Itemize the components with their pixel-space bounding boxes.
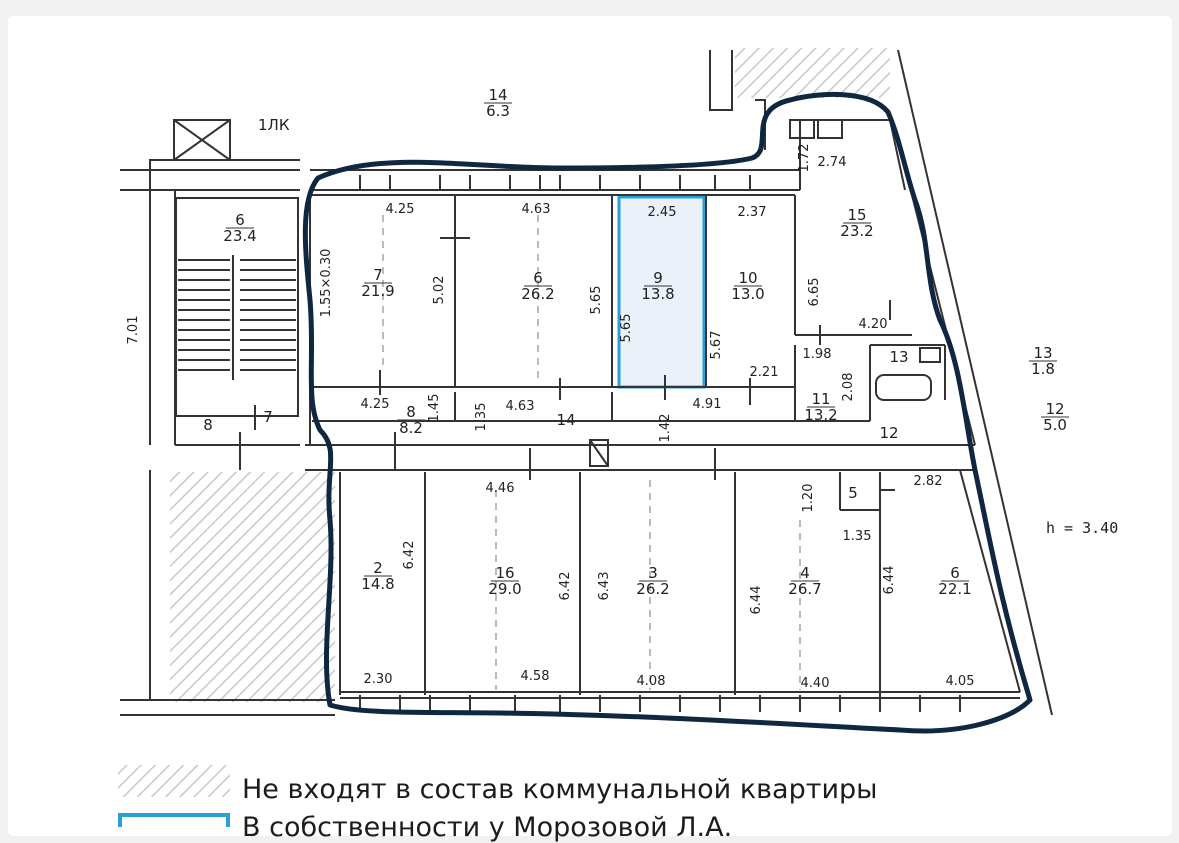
hatched-area-top xyxy=(735,48,890,98)
dashed-partitions xyxy=(382,215,801,690)
walls xyxy=(120,49,1053,716)
room-number: 8 xyxy=(406,403,416,421)
dimension-label: 2.21 xyxy=(750,365,779,380)
room-area: 22.1 xyxy=(938,580,971,598)
dimension-labels: 4.25 4.63 2.45 2.37 2.74 1.72 1.55×0.30 5.02 5.6… xyxy=(126,144,974,691)
dimension-label: 2.30 xyxy=(364,672,393,687)
room-area: 13.8 xyxy=(641,285,674,303)
room-area: 23.2 xyxy=(840,222,873,240)
room-area: 6.3 xyxy=(486,102,510,120)
room-number: 10 xyxy=(738,269,757,287)
dimension-label: 1.42 xyxy=(658,414,673,443)
room-number: 6 xyxy=(235,211,245,229)
dimension-label: 1.55×0.30 xyxy=(319,249,334,318)
stair-label: 1ЛК xyxy=(258,116,290,134)
dimension-label: 5.65 xyxy=(589,286,604,315)
dimension-label: 4.63 xyxy=(506,399,535,414)
room-number: 16 xyxy=(495,564,514,582)
room-number: 9 xyxy=(653,269,663,287)
hatched-area-left xyxy=(170,472,335,702)
room-label: 13 xyxy=(889,348,908,366)
dimension-label: 2.45 xyxy=(648,205,677,220)
room-area: 26.2 xyxy=(636,580,669,598)
room-number: 6 xyxy=(950,564,960,582)
legend-selected-swatch xyxy=(118,813,230,827)
room-area: 14.8 xyxy=(361,575,394,593)
room-9-highlight xyxy=(617,195,706,389)
room-number: 14 xyxy=(488,86,507,104)
apartment-outline xyxy=(302,92,1033,734)
room-area: 26.2 xyxy=(521,285,554,303)
dimension-label: 4.40 xyxy=(801,676,830,691)
room-number: 2 xyxy=(373,559,383,577)
room-label: 12 xyxy=(879,424,898,442)
dimension-label: 1.35 xyxy=(474,403,489,432)
dimension-label: 6.42 xyxy=(558,572,573,601)
dimension-label: 5.67 xyxy=(709,331,724,360)
room-label: 5 xyxy=(848,484,858,502)
legend-hatched-text: Не входят в состав коммунальной квартиры xyxy=(242,774,878,805)
dimension-label: 6.44 xyxy=(882,566,897,595)
dimension-label: 1.45 xyxy=(427,394,442,423)
room-area: 13.0 xyxy=(731,285,764,303)
dimension-label: 5.02 xyxy=(432,276,447,305)
dimension-label: 4.05 xyxy=(946,674,975,689)
room-area: 1.8 xyxy=(1031,360,1055,378)
dimension-label: 4.63 xyxy=(522,202,551,217)
dimension-label: 2.82 xyxy=(914,474,943,489)
dimension-label: 6.43 xyxy=(597,572,612,601)
dimension-label: 4.20 xyxy=(859,317,888,332)
room-number: 7 xyxy=(373,266,383,284)
dimension-label: 6.42 xyxy=(402,541,417,570)
room-label: 14 xyxy=(556,411,575,429)
dimension-label: 2.37 xyxy=(738,205,767,220)
dimension-label: 4.58 xyxy=(521,669,550,684)
dimension-label: 5.65 xyxy=(619,314,634,343)
dimension-label: 1.98 xyxy=(803,347,832,362)
room-number: 13 xyxy=(1033,344,1052,362)
dimension-label: 7.01 xyxy=(126,316,141,345)
room-area: 23.4 xyxy=(223,227,256,245)
dimension-label: 4.46 xyxy=(486,481,515,496)
room-number: 11 xyxy=(811,390,830,408)
legend-hatch-swatch xyxy=(118,765,230,797)
room-label: 7 xyxy=(263,408,273,426)
dimension-label: 4.25 xyxy=(361,397,390,412)
dimension-label: 4.25 xyxy=(386,202,415,217)
dimension-label: 1.20 xyxy=(801,484,816,513)
height-label: h = 3.40 xyxy=(1046,519,1118,537)
room-number: 15 xyxy=(847,206,866,224)
room-area: 13.2 xyxy=(804,406,837,424)
dimension-label: 4.08 xyxy=(637,674,666,689)
dimension-label: 4.91 xyxy=(693,397,722,412)
single-labels: 8 7 14 13 12 5 xyxy=(203,348,908,502)
room-area: 21.9 xyxy=(361,282,394,300)
room-number: 6 xyxy=(533,269,543,287)
dimension-label: 6.44 xyxy=(749,586,764,615)
room-area: 8.2 xyxy=(399,419,423,437)
dimension-label: 6.65 xyxy=(807,278,822,307)
legend-selected-text: В собственности у Морозовой Л.А. xyxy=(242,812,733,843)
dimension-label: 2.74 xyxy=(818,155,847,170)
room-labels: 146.3623.4721.9626.2913.81013.01523.2131… xyxy=(223,86,1069,598)
dimension-label: 1.72 xyxy=(797,144,812,173)
room-area: 26.7 xyxy=(788,580,821,598)
room-number: 4 xyxy=(800,564,810,582)
room-number: 12 xyxy=(1045,400,1064,418)
room-number: 3 xyxy=(648,564,658,582)
room-area: 29.0 xyxy=(488,580,521,598)
dimension-label: 1.35 xyxy=(843,529,872,544)
room-area: 5.0 xyxy=(1043,416,1067,434)
dimension-label: 2.08 xyxy=(841,373,856,402)
room-label: 8 xyxy=(203,416,213,434)
